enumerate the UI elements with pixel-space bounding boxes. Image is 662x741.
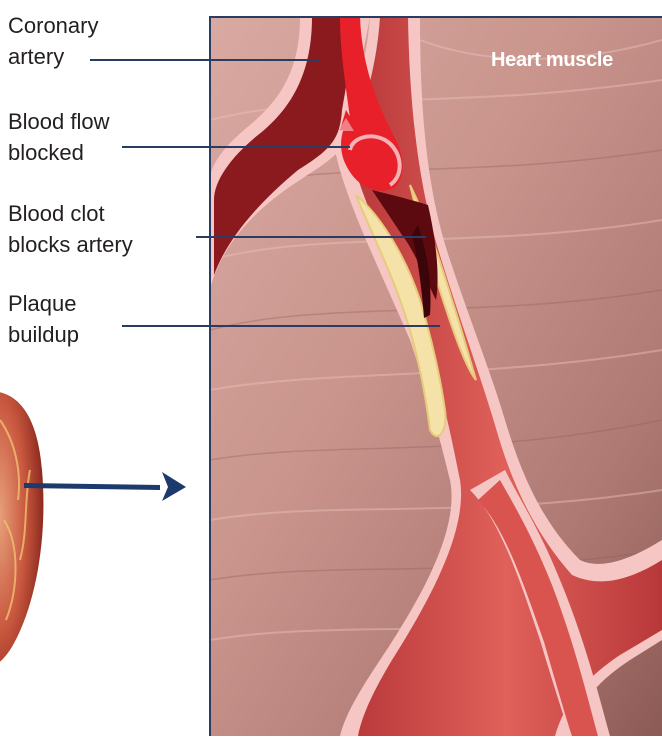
label-coronary-artery: Coronary artery bbox=[8, 10, 98, 72]
pointer-arrow bbox=[24, 472, 186, 501]
artery-inset: Heart muscle bbox=[210, 17, 662, 736]
inset-title: Heart muscle bbox=[491, 49, 613, 71]
label-blood-clot-blocks-artery: Blood clot blocks artery bbox=[8, 198, 133, 260]
label-plaque-buildup: Plaque buildup bbox=[8, 288, 79, 350]
label-blood-flow-blocked: Blood flow blocked bbox=[8, 106, 110, 168]
heart-illustration bbox=[0, 391, 43, 668]
